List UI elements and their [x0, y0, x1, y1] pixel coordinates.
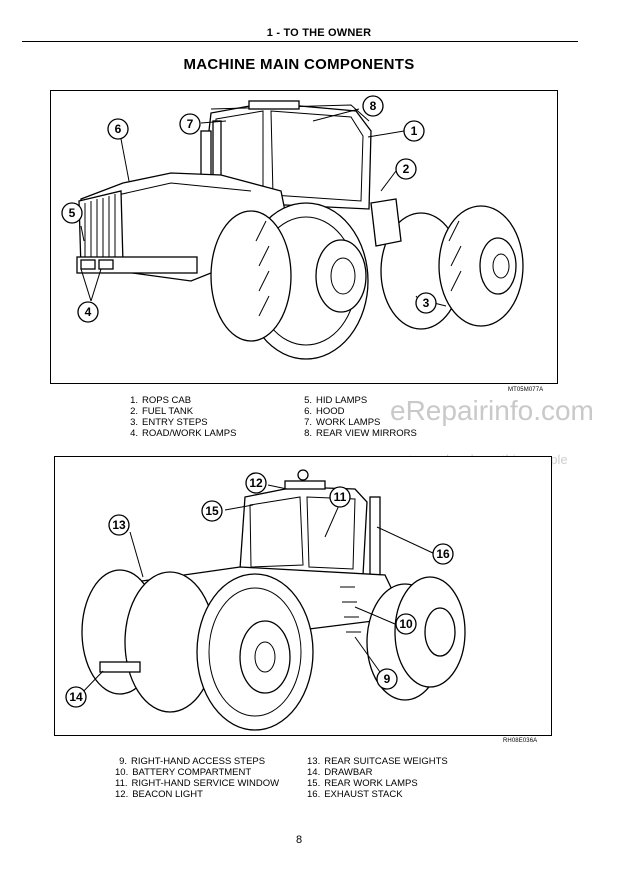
list-item: 14.DRAWBAR [307, 767, 373, 778]
svg-text:10: 10 [399, 617, 413, 631]
callout-2: 2 [395, 158, 417, 180]
callout-14: 14 [65, 686, 87, 708]
svg-text:4: 4 [85, 305, 92, 319]
svg-text:2: 2 [403, 162, 410, 176]
watermark-site: eRepairinfo.com [390, 395, 594, 426]
callout-15: 15 [201, 500, 223, 522]
list-item: 5.HID LAMPS [304, 395, 368, 406]
callout-1: 1 [403, 120, 425, 142]
svg-text:9: 9 [384, 672, 391, 686]
list-item: 8.REAR VIEW MIRRORS [304, 428, 417, 439]
svg-text:11: 11 [334, 490, 347, 504]
callout-7: 7 [179, 113, 201, 135]
callout-16: 16 [432, 543, 454, 565]
svg-text:16: 16 [436, 547, 450, 561]
figure-front-tractor: 1 2 3 4 5 6 7 8 [50, 90, 558, 384]
list-item: 11.RIGHT-HAND SERVICE WINDOW [115, 778, 280, 789]
list-item: 9.RIGHT-HAND ACCESS STEPS [119, 756, 266, 767]
callout-13: 13 [108, 514, 130, 536]
list-item: 1.ROPS CAB [130, 395, 192, 406]
tractor-front-illustration: 1 2 3 4 5 6 7 8 [61, 95, 524, 360]
callout-11: 11 [329, 486, 351, 508]
legend-list-2-left: 9.RIGHT-HAND ACCESS STEPS 10.BATTERY COM… [115, 756, 279, 800]
callout-10: 10 [395, 613, 417, 635]
svg-text:15: 15 [205, 504, 219, 518]
list-item: 6.HOOD [304, 406, 345, 417]
header-rule [22, 41, 578, 42]
svg-text:7: 7 [187, 117, 194, 131]
list-item: 13.REAR SUITCASE WEIGHTS [307, 756, 448, 767]
callout-12: 12 [245, 472, 267, 494]
page-title: MACHINE MAIN COMPONENTS [183, 56, 415, 73]
svg-text:12: 12 [249, 476, 263, 490]
section-header: 1 - TO THE OWNER [266, 27, 372, 39]
list-item: 2.FUEL TANK [130, 406, 194, 417]
list-item: 3.ENTRY STEPS [130, 417, 208, 428]
legend-list-2-right: 13.REAR SUITCASE WEIGHTS 14.DRAWBAR 15.R… [307, 756, 448, 800]
callout-4: 4 [77, 301, 99, 323]
legend-list-1-left: 1.ROPS CAB 2.FUEL TANK 3.ENTRY STEPS 4.R… [126, 395, 237, 439]
svg-text:3: 3 [423, 296, 430, 310]
callout-6: 6 [107, 118, 129, 140]
page-number: 8 [295, 834, 303, 846]
list-item: 16.EXHAUST STACK [307, 789, 403, 800]
svg-text:13: 13 [112, 518, 126, 532]
legend-list-1-right: 5.HID LAMPS 6.HOOD 7.WORK LAMPS 8.REAR V… [300, 395, 417, 439]
figure1-code: MT05M077A [508, 387, 544, 393]
callout-9: 9 [376, 668, 398, 690]
svg-text:5: 5 [69, 206, 76, 220]
tractor-rear-illustration: 9 10 11 12 13 14 15 16 [65, 469, 466, 731]
list-item: 15.REAR WORK LAMPS [307, 778, 418, 789]
list-item: 7.WORK LAMPS [304, 417, 381, 428]
svg-text:14: 14 [69, 690, 83, 704]
figure2-code: RH08E036A [503, 738, 538, 744]
list-item: 10.BATTERY COMPARTMENT [115, 767, 252, 778]
figure-rear-tractor: 9 10 11 12 13 14 15 16 [54, 456, 552, 736]
svg-text:6: 6 [115, 122, 122, 136]
svg-text:1: 1 [411, 124, 418, 138]
callout-8: 8 [362, 95, 384, 117]
list-item: 12.BEACON LIGHT [115, 789, 203, 800]
callout-3: 3 [415, 292, 437, 314]
list-item: 4.ROAD/WORK LAMPS [130, 428, 237, 439]
callout-5: 5 [61, 202, 83, 224]
svg-text:8: 8 [370, 99, 377, 113]
